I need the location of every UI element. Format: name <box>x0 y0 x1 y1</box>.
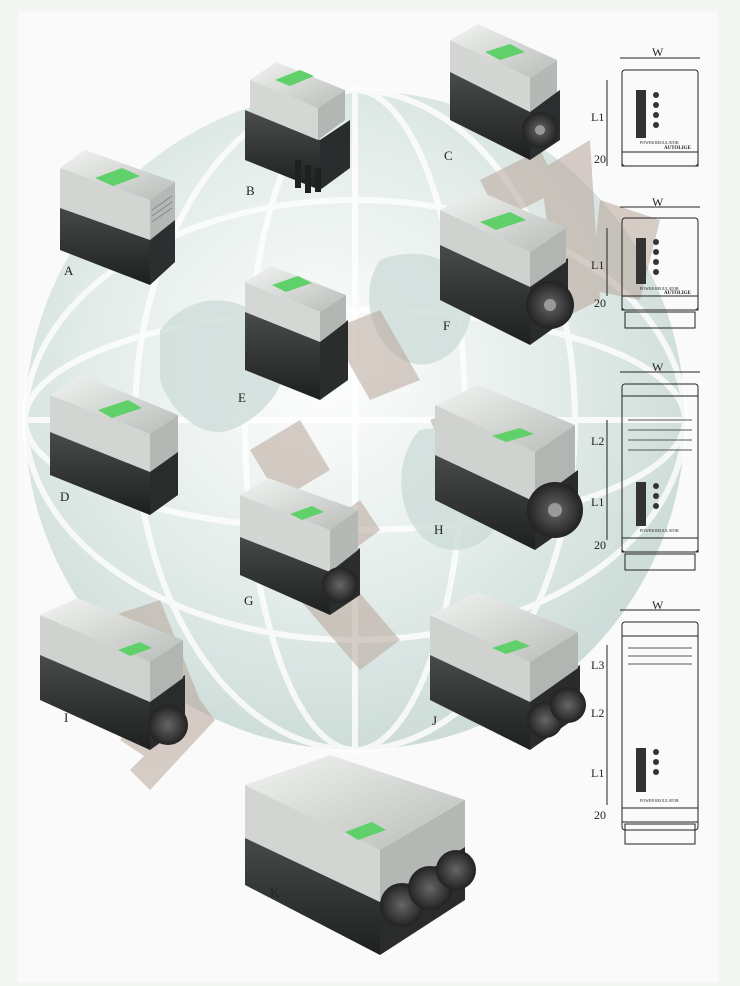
drawing2-width-label: W <box>652 195 664 209</box>
drawing3-width-label: W <box>652 360 664 374</box>
product-label-c: C <box>444 148 453 163</box>
product-label-f: F <box>443 318 451 333</box>
drawing4-width-label: W <box>652 598 664 612</box>
product-image-i <box>40 598 188 750</box>
product-image-k <box>245 755 476 955</box>
product-image-j <box>430 592 586 750</box>
dimension-drawing-4 <box>606 609 700 845</box>
drawing2-bottom-label: 20 <box>594 296 606 310</box>
product-label-d: D <box>60 489 70 504</box>
drawing1-brand: AUTOLIGE <box>664 146 691 151</box>
drawing2-panel-title: POWER REGULATOR <box>640 286 679 291</box>
product-label-e: E <box>238 390 246 405</box>
drawing3-panel-title: POWER REGULATOR <box>640 528 679 533</box>
product-image-h <box>435 385 583 550</box>
drawing1-width-label: W <box>652 45 664 59</box>
dimension-drawing-3 <box>606 371 700 571</box>
product-label-j: J <box>432 713 438 728</box>
dimension-drawing-1 <box>606 57 700 167</box>
product-image-e <box>245 266 348 400</box>
drawing4-l2-label: L2 <box>591 706 605 720</box>
product-label-k: K <box>270 885 280 900</box>
product-image-d <box>50 375 178 515</box>
product-image-g <box>240 478 360 615</box>
product-image-f <box>440 190 574 345</box>
drawing4-l1-label: L1 <box>591 766 605 780</box>
product-label-i: I <box>64 710 69 725</box>
drawing3-l2-label: L2 <box>591 434 605 448</box>
drawing3-bottom-label: 20 <box>594 538 606 552</box>
drawing4-bottom-label: 20 <box>594 808 606 822</box>
drawing4-panel-title: POWER REGULATOR <box>640 798 679 803</box>
drawing3-l1-label: L1 <box>591 495 605 509</box>
product-label-a: A <box>64 263 74 278</box>
product-image-c <box>450 24 560 160</box>
product-label-g: G <box>244 593 254 608</box>
drawing2-l1-label: L1 <box>591 258 605 272</box>
dimension-drawing-2 <box>606 206 700 329</box>
product-image-b <box>245 62 350 193</box>
drawing1-panel-title: POWER REGULATOR <box>640 140 679 145</box>
product-image-a <box>60 150 175 285</box>
drawing2-brand: AUTOLIGE <box>664 291 691 296</box>
drawing1-bottom-label: 20 <box>594 152 606 166</box>
product-label-h: H <box>434 522 444 537</box>
product-label-b: B <box>246 183 255 198</box>
drawing1-l1-label: L1 <box>591 110 605 124</box>
drawing4-l3-label: L3 <box>591 658 605 672</box>
